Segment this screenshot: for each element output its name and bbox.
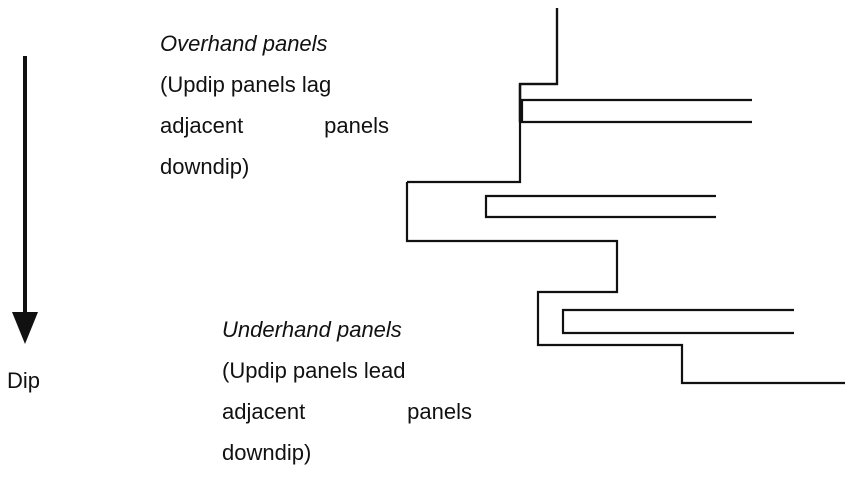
overhand-panel-lower [484, 194, 716, 219]
dip-label: Dip [7, 368, 41, 393]
stope-outline [518, 8, 559, 122]
overhand-line-3: downdip) [160, 154, 250, 179]
overhand-panel-upper [520, 98, 752, 124]
dip-arrow [12, 56, 38, 344]
underhand-line-2-word-2: panels [407, 399, 472, 424]
overhand-line-2-word-1: adjacent [160, 113, 244, 138]
stope-upper-connector [407, 84, 522, 184]
underhand-description: Underhand panels (Updip panels lead adja… [222, 309, 472, 473]
overhand-description: Overhand panels (Updip panels lag adjace… [160, 23, 389, 187]
overhand-line-2-word-2: panels [324, 113, 389, 138]
dip-arrow-head [12, 312, 38, 344]
overhand-title: Overhand panels [160, 31, 328, 56]
underhand-panel [561, 308, 794, 335]
overhand-line-2: adjacent panels [160, 105, 389, 146]
stope-stepped-boundary [518, 8, 559, 122]
underhand-line-1: (Updip panels lead [222, 358, 406, 383]
underhand-line-2: adjacent panels [222, 391, 472, 432]
underhand-line-3: downdip) [222, 440, 312, 465]
stope-main-boundary [405, 182, 845, 385]
underhand-title: Underhand panels [222, 317, 402, 342]
overhand-line-1: (Updip panels lag [160, 72, 332, 97]
underhand-line-2-word-1: adjacent [222, 399, 306, 424]
